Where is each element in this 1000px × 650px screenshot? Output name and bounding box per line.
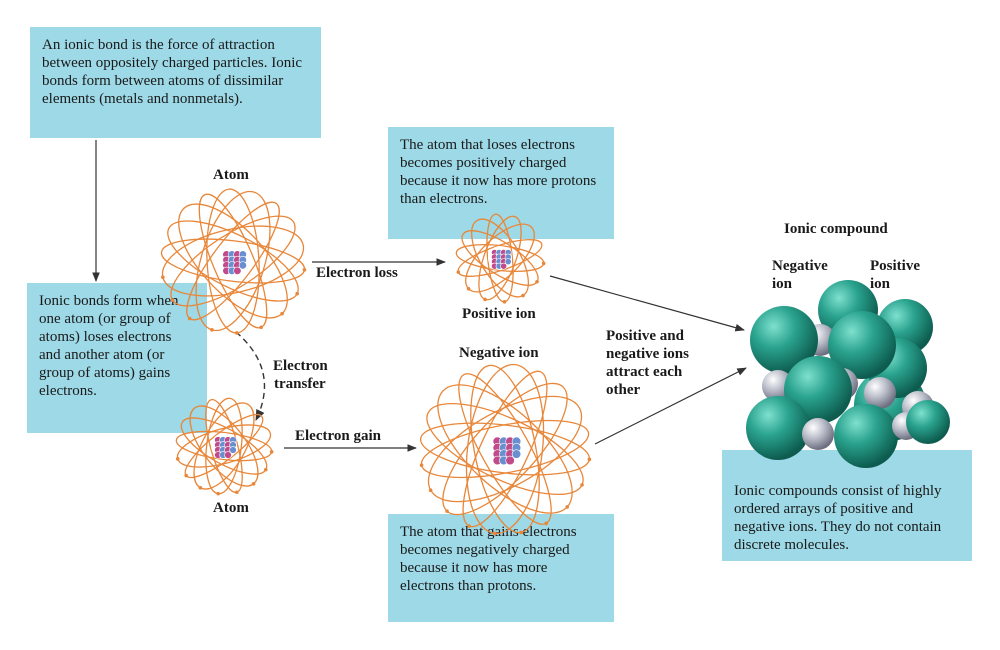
positive-ion-lattice-label-1: Positive (870, 258, 920, 274)
intro-text: An ionic bond is the force of attraction… (42, 37, 303, 107)
attract-label-3: attract each (606, 364, 683, 380)
loses-electrons-text: The atom that loses electrons becomes po… (400, 137, 597, 207)
electron-transfer-label-1: Electron (273, 358, 328, 374)
attract-label-1: Positive and (606, 328, 684, 344)
atom-top-illustration (160, 188, 307, 335)
negative-ion-lattice-label-2: ion (772, 276, 793, 292)
negative-ion-illustration (419, 363, 592, 536)
gains-electrons-text: The atom that gains electrons becomes ne… (400, 524, 577, 594)
attract-label-4: other (606, 382, 641, 398)
loses-electrons-box: The atom that loses electrons becomes po… (388, 127, 614, 239)
positive-ion-label: Positive ion (462, 306, 536, 322)
ionic-compound-text: Ionic compounds consist of highly ordere… (734, 483, 942, 553)
electron-transfer-arrow (235, 331, 266, 422)
electron-transfer-label-2: transfer (274, 376, 326, 392)
electron-gain-label: Electron gain (295, 428, 381, 444)
atom-bottom-label: Atom (213, 500, 249, 516)
negative-ion-lattice-label-1: Negative (772, 258, 828, 274)
gains-electrons-box: The atom that gains electrons becomes ne… (388, 514, 614, 622)
negative-to-compound-arrow (594, 367, 747, 445)
ionic-compound-lattice (746, 280, 950, 468)
ionic-bond-formation-text: Ionic bonds form when one atom (or group… (39, 293, 179, 399)
negative-ion-label: Negative ion (459, 345, 539, 361)
atom-top-label: Atom (213, 167, 249, 183)
positive-ion-illustration (455, 213, 546, 304)
intro-box: An ionic bond is the force of attraction… (30, 27, 321, 138)
ionic-compound-box: Ionic compounds consist of highly ordere… (722, 450, 972, 561)
attract-label-2: negative ions (606, 346, 689, 362)
ionic-compound-label: Ionic compound (784, 221, 888, 237)
electron-loss-label: Electron loss (316, 265, 398, 281)
positive-ion-lattice-label-2: ion (870, 276, 891, 292)
ionic-bond-formation-box: Ionic bonds form when one atom (or group… (27, 283, 207, 433)
positive-to-compound-arrow (549, 275, 745, 332)
atom-bottom-illustration (175, 397, 274, 496)
